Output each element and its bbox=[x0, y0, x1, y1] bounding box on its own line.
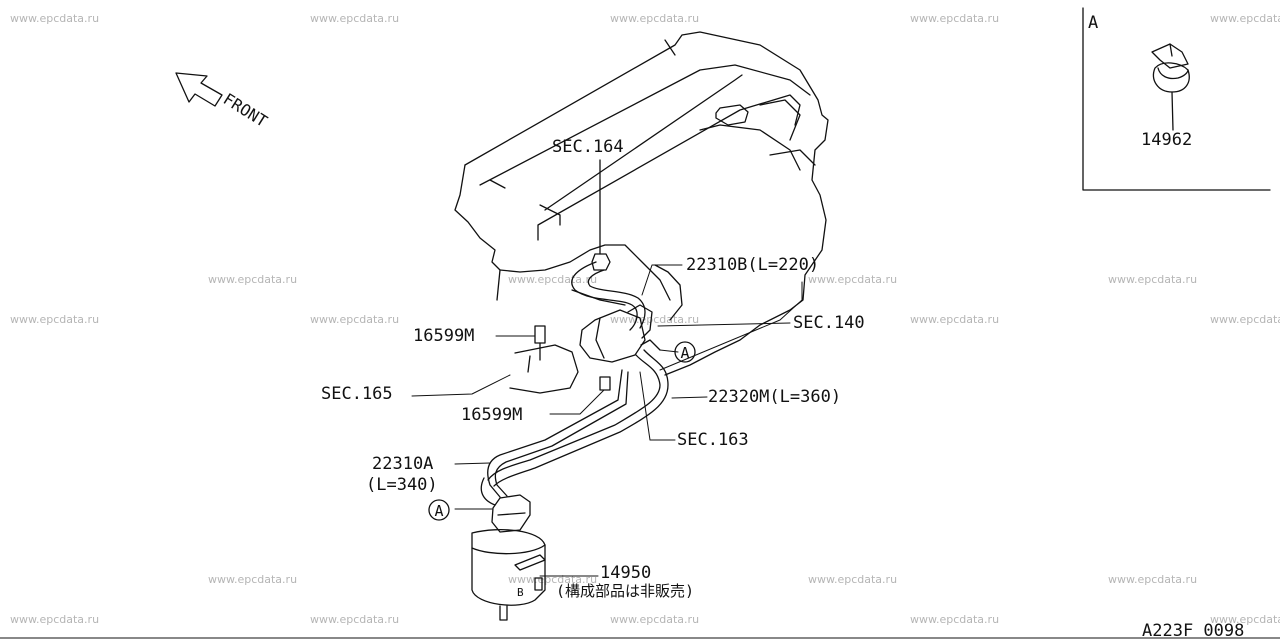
label-14950-note: (構成部品は非販売) bbox=[556, 582, 695, 600]
hose-22320m bbox=[487, 349, 669, 487]
watermark: www.epcdata.ru bbox=[910, 613, 1000, 626]
label-14962: 14962 bbox=[1141, 130, 1193, 150]
label-22310a: 22310A bbox=[372, 454, 434, 474]
callout-a-upper: A bbox=[680, 344, 689, 362]
watermark: www.epcdata.ru bbox=[910, 313, 1000, 326]
watermark: www.epcdata.ru bbox=[808, 273, 898, 286]
label-22310a-length: (L=340) bbox=[366, 475, 438, 495]
watermark: www.epcdata.ru bbox=[310, 12, 400, 25]
inset-box bbox=[1082, 7, 1271, 191]
inset-letter: A bbox=[1088, 13, 1099, 33]
watermark: www.epcdata.ru bbox=[610, 12, 700, 25]
hose-22310b bbox=[571, 261, 646, 331]
clamp-14962-icon bbox=[1151, 43, 1190, 131]
label-sec140: SEC.140 bbox=[793, 313, 865, 333]
sec164-fitting bbox=[591, 159, 611, 271]
label-22310b: 22310B(L=220) bbox=[686, 255, 820, 275]
label-16599m-upper: 16599M bbox=[413, 326, 475, 346]
label-sec164: SEC.164 bbox=[552, 137, 624, 157]
watermark: www.epcdata.ru bbox=[1108, 573, 1198, 586]
watermark: www.epcdata.ru bbox=[1210, 12, 1280, 25]
callout-a-icon bbox=[428, 499, 450, 521]
sec165-component bbox=[509, 344, 579, 394]
canister-14950 bbox=[471, 494, 546, 621]
watermark: www.epcdata.ru bbox=[1210, 613, 1280, 626]
watermark: www.epcdata.ru bbox=[10, 613, 100, 626]
valve-16599m-lower bbox=[599, 376, 611, 391]
diagram-code: A223F 0098 bbox=[1142, 621, 1245, 641]
watermark: www.epcdata.ru bbox=[610, 613, 700, 626]
tank-mark: B bbox=[517, 586, 524, 599]
callout-a-lower: A bbox=[434, 502, 443, 520]
watermark: www.epcdata.ru bbox=[208, 273, 298, 286]
label-sec165: SEC.165 bbox=[321, 384, 393, 404]
purge-valve bbox=[579, 304, 661, 363]
watermark: www.epcdata.ru bbox=[10, 313, 100, 326]
watermark: www.epcdata.ru bbox=[610, 313, 700, 326]
watermark: www.epcdata.ru bbox=[1108, 273, 1198, 286]
watermark: www.epcdata.ru bbox=[310, 313, 400, 326]
watermark: www.epcdata.ru bbox=[208, 573, 298, 586]
callout-a-icon bbox=[674, 341, 696, 363]
watermark: www.epcdata.ru bbox=[310, 613, 400, 626]
label-16599m-lower: 16599M bbox=[461, 405, 523, 425]
front-arrow-icon bbox=[175, 72, 223, 107]
leader-lines bbox=[411, 264, 803, 577]
valve-16599m-upper bbox=[534, 325, 546, 361]
label-14950: 14950 bbox=[600, 563, 652, 583]
watermark: www.epcdata.ru bbox=[910, 12, 1000, 25]
watermark: www.epcdata.ru bbox=[10, 12, 100, 25]
watermark: www.epcdata.ru bbox=[808, 573, 898, 586]
label-sec163: SEC.163 bbox=[677, 430, 749, 450]
watermark: www.epcdata.ru bbox=[508, 273, 598, 286]
watermark: www.epcdata.ru bbox=[1210, 313, 1280, 326]
front-label: FRONT bbox=[220, 89, 271, 131]
label-22320m: 22320M(L=360) bbox=[708, 387, 842, 407]
